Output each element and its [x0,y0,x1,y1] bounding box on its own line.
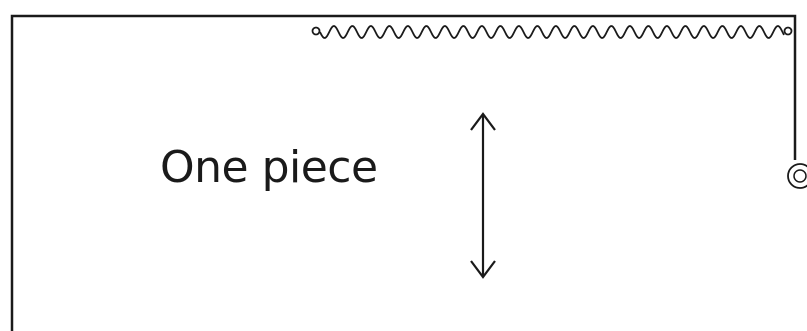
pattern-outline [10,14,797,331]
piece-label: One piece [160,142,378,193]
grainline-arrow-icon [470,112,496,279]
button-circle-icon [787,163,807,189]
zigzag-stitch-icon [311,25,793,39]
